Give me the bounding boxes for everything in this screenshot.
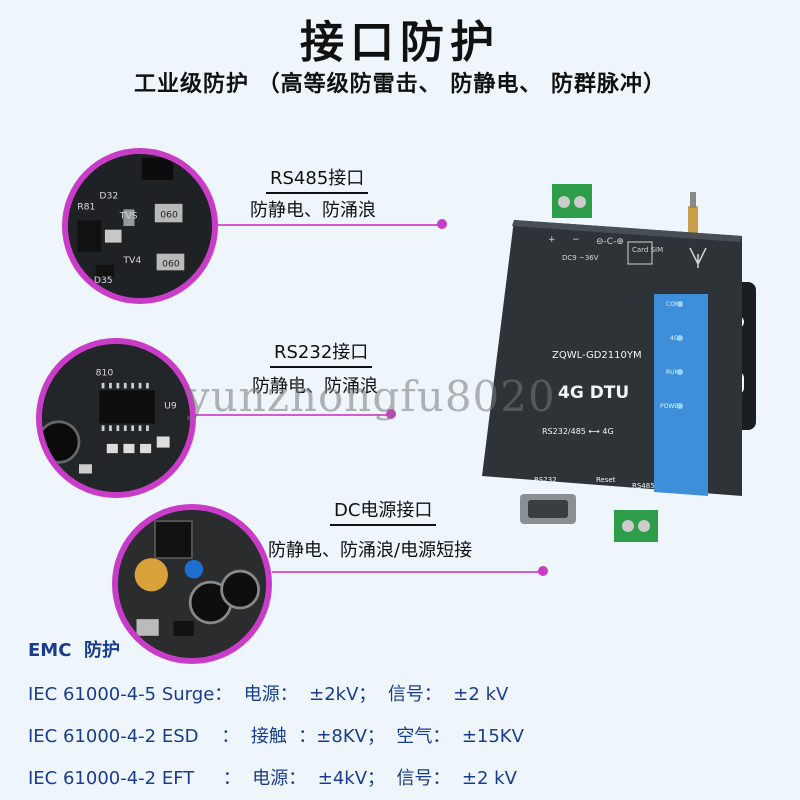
pcb-label: R81: [77, 201, 95, 212]
led-label-4g: 4G: [670, 335, 679, 342]
pcb-label: D32: [99, 190, 118, 201]
led-label-run: RUN: [666, 369, 679, 376]
pcb-illustration-3: [118, 510, 266, 658]
page-subtitle: 工业级防护 （高等级防雷击、 防静电、 防群脉冲）: [134, 72, 666, 97]
port-rs232-label: RS232: [534, 476, 557, 484]
rs485-label: RS485接口: [266, 164, 369, 194]
port-b-label: B: [650, 488, 655, 496]
connector-line-rs232: [196, 414, 390, 416]
rs232-label: RS232接口: [270, 338, 373, 368]
dc-power-label: DC电源接口: [330, 496, 437, 526]
led-icon: [677, 403, 683, 409]
pcb-label: 060: [160, 210, 178, 221]
port-rs485-label: RS485: [632, 482, 655, 490]
watermark: yunzhongfu8020: [186, 372, 556, 421]
rs485-desc: 防静电、防涌浪: [250, 200, 376, 221]
card-sim-label: Card SIM: [632, 246, 663, 254]
dc-power-pcb-photo: [112, 504, 272, 664]
emc-esd-line: IEC 61000-4-2 ESD ： 接触 ：±8KV； 空气： ±15KV: [28, 726, 524, 747]
pcb-illustration-1: R81 D32 TVS 060 TV4 D35 060: [68, 154, 212, 298]
antenna-icon: [689, 247, 707, 268]
connector-line-rs485: [218, 224, 440, 226]
led-icon: [677, 335, 683, 341]
sim-slot-icon: [627, 241, 653, 265]
port-reset-label: Reset: [596, 476, 616, 484]
connector-dot: [538, 566, 548, 576]
connector-dot: [437, 219, 447, 229]
pcb-label: D35: [94, 275, 113, 286]
product-name: 4G DTU: [558, 383, 629, 403]
led-label-com: COM: [666, 301, 680, 308]
pcb-label: U9: [164, 401, 177, 412]
rs485-pcb-photo: R81 D32 TVS 060 TV4 D35 060: [62, 148, 218, 304]
port-a-label: A: [624, 488, 629, 496]
pcb-label: TV4: [122, 255, 141, 266]
pcb-illustration-2: 810 U9: [42, 344, 190, 492]
emc-surge-line: IEC 61000-4-5 Surge： 电源： ±2kV； 信号： ±2 kV: [28, 684, 509, 705]
emc-title: EMC 防护: [28, 640, 120, 661]
emc-eft-line: IEC 61000-4-2 EFT ： 电源： ±4kV； 信号： ±2 kV: [28, 768, 517, 789]
led-icon: [677, 301, 683, 307]
dc-power-desc: 防静电、防涌浪/电源短接: [268, 540, 473, 561]
connector-line-dc: [272, 571, 540, 573]
rs232-desc: 防静电、防涌浪: [252, 376, 378, 397]
led-icon: [677, 369, 683, 375]
power-plus-label: +: [548, 235, 556, 245]
dc-symbol-icon: ⊖-C-⊕: [596, 237, 624, 247]
pcb-label: 060: [162, 259, 180, 270]
flow-label: RS232/485 ⟷ 4G: [542, 427, 614, 436]
power-minus-label: −: [572, 235, 580, 245]
pcb-label: 810: [96, 367, 114, 378]
voltage-label: DC9 ~36V: [562, 254, 599, 262]
connector-dot: [386, 409, 396, 419]
model-label: ZQWL-GD2110YM: [552, 350, 642, 361]
rs232-pcb-photo: 810 U9: [36, 338, 196, 498]
4g-dtu-device: COM 4G RUN POWER + − ⊖-C-⊕ DC9 ~36V Card…: [482, 184, 756, 542]
pcb-label: TVS: [119, 211, 138, 222]
led-label-power: POWER: [660, 403, 682, 410]
page-title: 接口防护: [300, 17, 500, 68]
